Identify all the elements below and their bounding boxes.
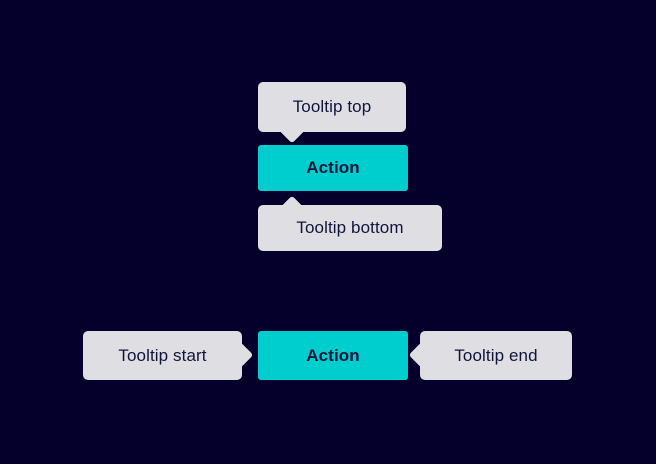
action-button-bottom-group[interactable]: Action — [258, 331, 408, 380]
action-button-top-group[interactable]: Action — [258, 145, 408, 191]
tooltip-top: Tooltip top — [258, 82, 406, 132]
tooltip-bottom: Tooltip bottom — [258, 205, 442, 251]
tooltip-start: Tooltip start — [83, 331, 242, 380]
tooltip-end: Tooltip end — [420, 331, 572, 380]
